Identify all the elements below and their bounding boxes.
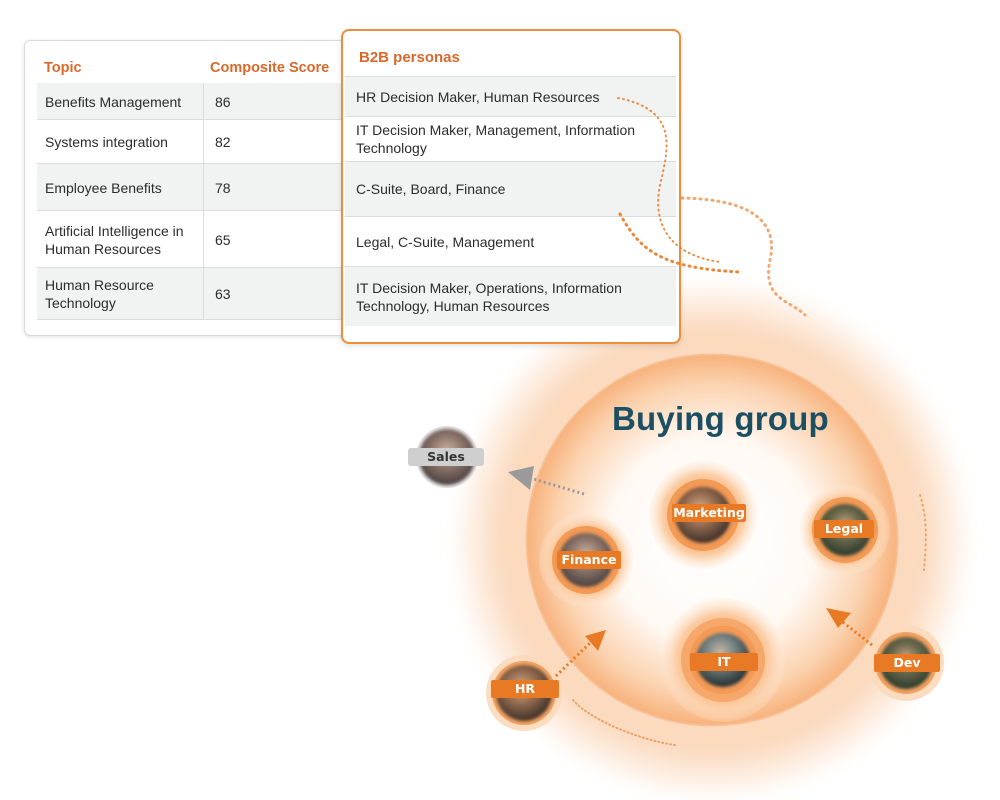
hr-label: HR — [491, 680, 559, 698]
b2b-personas-table: B2B personas HR Decision Maker, Human Re… — [341, 29, 681, 344]
persona-row: IT Decision Maker, Operations, Informati… — [345, 266, 676, 326]
persona-row: Legal, C-Suite, Management — [345, 216, 676, 266]
score-cell: 63 — [215, 286, 231, 302]
topic-column-header: Topic — [44, 60, 82, 76]
persona-row: HR Decision Maker, Human Resources — [345, 76, 676, 116]
personas-header: B2B personas — [359, 49, 460, 66]
dev-joining-arrow — [826, 608, 873, 647]
sales-label: Sales — [408, 448, 484, 466]
score-column-header: Composite Score — [210, 60, 330, 76]
score-cell: 65 — [215, 231, 231, 248]
topic-score-table: Topic Composite Score Benefits Managemen… — [24, 40, 356, 336]
table-row: Human Resource Technology 63 — [37, 268, 355, 320]
table-row: Benefits Management 86 — [37, 83, 355, 120]
data-stream-decoration — [572, 196, 927, 746]
sales-leaving-arrow — [508, 466, 585, 496]
legal-label: Legal — [814, 520, 874, 538]
it-label: IT — [690, 653, 758, 671]
score-cell: 78 — [215, 179, 231, 196]
table-row: Employee Benefits 78 — [37, 164, 355, 211]
hr-joining-arrow — [554, 630, 606, 678]
marketing-label: Marketing — [672, 504, 746, 522]
table-row: Artificial Intelligence in Human Resourc… — [37, 211, 355, 268]
table-row: Systems integration 82 — [37, 120, 355, 164]
score-cell: 86 — [215, 93, 231, 110]
topic-cell: Employee Benefits — [45, 179, 162, 196]
dev-label: Dev — [874, 654, 940, 672]
finance-label: Finance — [557, 551, 621, 569]
topic-cell: Human Resource Technology — [45, 277, 154, 311]
persona-row: C-Suite, Board, Finance — [345, 161, 676, 216]
topic-cell: Benefits Management — [45, 93, 182, 110]
buying-group-title: Buying group — [612, 400, 829, 437]
score-cell: 82 — [215, 134, 231, 150]
persona-row: IT Decision Maker, Management, Informati… — [345, 116, 676, 161]
topic-cell: Artificial Intelligence in Human Resourc… — [45, 222, 184, 257]
topic-cell: Systems integration — [45, 134, 168, 150]
